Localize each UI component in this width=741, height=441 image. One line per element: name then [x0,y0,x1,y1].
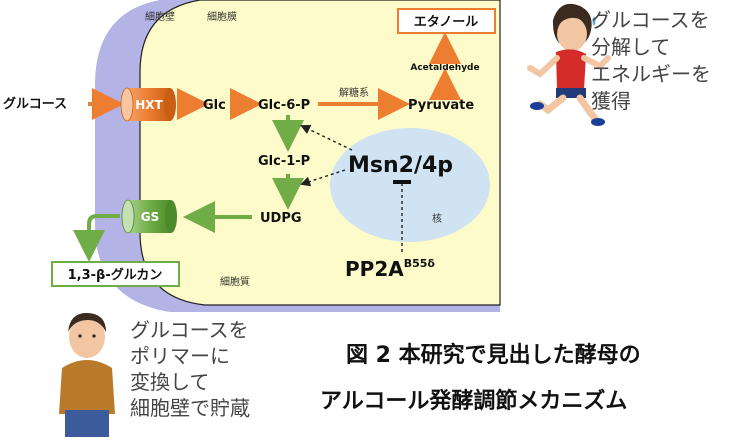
storer-illustration [59,312,115,437]
cytoplasm-label: 細胞質 [220,275,250,288]
storer-callout-line-1: グルコースを [130,318,249,342]
pyruvate-label: Pyruvate [408,98,474,113]
hxt-transporter [120,87,176,122]
pp2a-subunit: B55δ [404,257,436,270]
runner-callout-line-2: 分解して [591,35,670,59]
glc1p-label: Glc-1-P [258,154,310,169]
runner-callout-line-1: グルコースを [591,8,710,32]
cell-membrane-label: 細胞膜 [207,10,237,23]
gs-synthase [121,199,177,234]
ethanol-box [397,8,496,34]
caption-line-2: アルコール発酵調節メカニズム [320,388,627,414]
pp2a-name: PP2A [345,257,404,281]
ethanol-label: エタノール [414,15,479,30]
runner-illustration [527,3,611,126]
glc6p-label: Glc-6-P [258,98,310,113]
acetaldehyde-label: Acetaldehyde [410,63,479,73]
pp2a-label: PP2AB55δ [345,257,435,281]
glycolysis-label: 解糖系 [339,86,369,99]
glucose-input-label: グルコース [3,96,67,112]
hxt-label: HXT [135,98,163,112]
msn-to-glc1p-arrow [300,169,346,187]
storer-callout-line-3: 変換して [130,370,209,394]
caption-line-1: 図 2 本研究で見出した酵母の [346,342,641,368]
gs-to-glucan-arrow [73,214,120,262]
storer-callout-line-4: 細胞壁で貯蔵 [130,396,250,420]
glc-label: Glc [203,98,226,113]
nucleus [330,128,490,242]
runner-callout-line-4: 獲得 [591,89,631,113]
udpg-label: UDPG [260,211,302,226]
gs-label: GS [141,210,160,224]
cell-wall-label: 細胞壁 [145,10,175,23]
glucan-label: 1,3-β-グルカン [68,267,163,283]
storer-callout-line-2: ポリマーに [130,344,230,368]
nucleus-label: 核 [432,212,442,225]
glucan-box [51,261,180,287]
msn-label: Msn2/4p [348,153,453,178]
runner-callout-line-3: エネルギーを [591,62,711,86]
